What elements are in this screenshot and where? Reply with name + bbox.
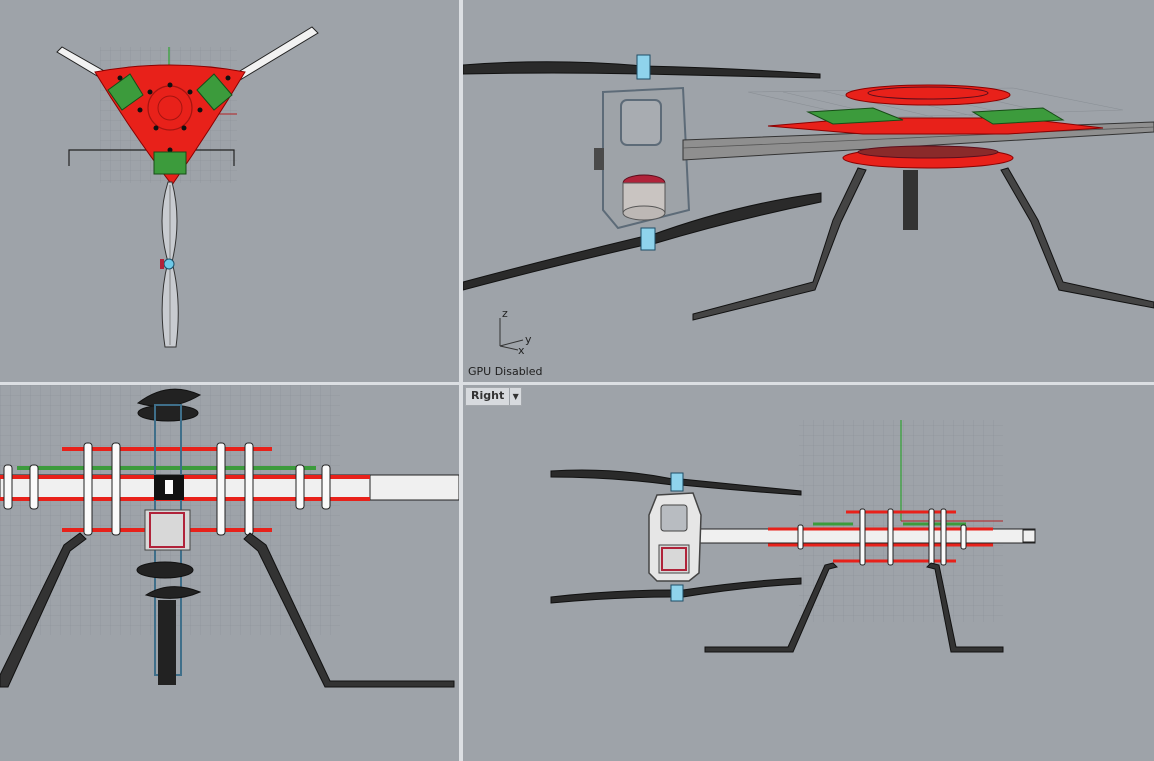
axis-z-label: z	[502, 307, 508, 320]
landing-leg-right	[243, 532, 455, 688]
viewport-perspective[interactable]: z y x GPU Disabled	[463, 0, 1154, 382]
arm-right	[234, 26, 319, 81]
axis-gizmo: z y x	[499, 307, 532, 357]
frame-plate-upper	[845, 84, 1011, 106]
right-view-canvas	[550, 420, 1036, 653]
viewport-tab-right[interactable]: Right ▼	[465, 387, 523, 406]
gpu-status-label: GPU Disabled	[468, 365, 543, 378]
pcb-board-bottom	[153, 151, 187, 175]
center-post	[903, 170, 918, 230]
tail-motor-hub	[160, 258, 175, 270]
lower-propeller	[550, 577, 802, 604]
motor	[622, 174, 666, 221]
pcb-board-right	[196, 73, 233, 111]
pcb-board-left	[107, 73, 144, 111]
axis-x-label: x	[518, 344, 525, 357]
center-post	[158, 600, 176, 685]
standoffs	[3, 442, 331, 536]
perspective-view-canvas: z y x	[463, 54, 1154, 357]
upper-propeller	[463, 54, 821, 80]
viewport-splitter-vertical[interactable]	[459, 0, 463, 761]
landing-leg-left	[704, 562, 838, 653]
motor-housing	[648, 492, 702, 582]
front-view-canvas	[0, 385, 459, 688]
upper-propeller	[136, 388, 202, 422]
upper-propeller	[550, 469, 802, 496]
landing-leg-left	[0, 532, 87, 688]
viewport-top[interactable]	[0, 0, 459, 382]
standoffs	[797, 508, 967, 566]
axis-y-label: y	[525, 333, 532, 346]
pcb-board-left	[806, 107, 904, 125]
pcb-board-right	[971, 107, 1065, 125]
landing-leg-left	[692, 167, 867, 321]
top-view-canvas	[56, 26, 319, 348]
viewport-front[interactable]	[0, 385, 459, 761]
landing-leg-right	[1000, 167, 1154, 309]
chevron-down-icon[interactable]: ▼	[509, 388, 521, 405]
viewport-title[interactable]: Right	[471, 389, 505, 402]
landing-leg-right	[926, 562, 1004, 653]
viewport-right[interactable]: Right ▼	[463, 385, 1154, 761]
frame-plate-lower	[842, 145, 1014, 169]
lower-propeller	[136, 561, 202, 599]
lower-propeller	[463, 192, 822, 291]
viewport-splitter-horizontal[interactable]	[0, 382, 1154, 385]
